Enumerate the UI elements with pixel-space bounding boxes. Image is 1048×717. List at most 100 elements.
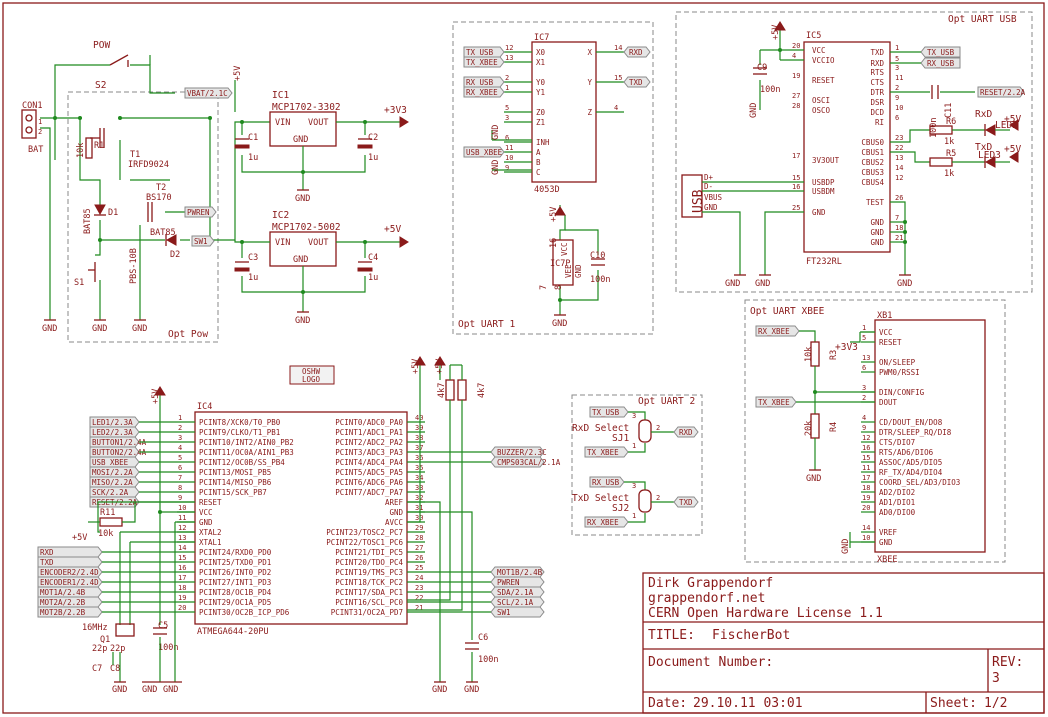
sheet-value: 1/2	[984, 696, 1007, 711]
ic7-pin-y: Y	[587, 78, 592, 87]
oshw-logo	[289, 365, 335, 385]
ic4-rpin-6: PCINT6/ADC6_PA6	[335, 478, 403, 487]
net-rx-xbee: RX_XBEE	[758, 327, 790, 336]
ic4-lnet2-1: TXD	[40, 558, 54, 567]
ic4-lpin-3-num: 4	[178, 444, 182, 452]
ic4-lpin-10-num: 11	[178, 514, 186, 522]
gnd-mcu-1: GND	[142, 685, 157, 695]
ic5-pin-4: OSCO	[812, 106, 831, 115]
ic5-pin-5: 3V3OUT	[812, 156, 840, 165]
xb1-pin-3-num: 6	[862, 364, 866, 372]
r3-value: 10k	[804, 347, 814, 362]
c7-value: 22p	[92, 644, 107, 654]
ic5-rpin-0: TXD	[870, 48, 884, 57]
xb1-pin-15: AD0/DIO0	[879, 508, 916, 517]
r5-resistor	[929, 157, 953, 167]
t1-part: IRFD9024	[128, 160, 169, 170]
xb1-pin-12-num: 17	[862, 474, 870, 482]
v5-mcu-top: +5V	[151, 389, 161, 404]
ic5-rpin-10: CBUS2	[861, 158, 884, 167]
r1-resistor	[85, 137, 93, 159]
c4-label: C4	[368, 253, 378, 263]
ic4-rnet-0: BUZZER/2.3C	[497, 448, 547, 457]
ic4-lnet-4: USB_XBEE	[92, 458, 129, 467]
usb-connector	[681, 174, 703, 218]
sj1-jumper[interactable]	[638, 419, 652, 443]
ic5-rpin-1: RXD	[870, 59, 884, 68]
xb1-pin-6-num: 4	[862, 414, 866, 422]
ic5-pin-6: USBDP	[812, 178, 835, 187]
xb1-pin-13-num: 18	[862, 484, 870, 492]
ic1-gnd: GND	[293, 135, 308, 145]
xb1-pin-11-num: 11	[862, 464, 870, 472]
title-value: FischerBot	[712, 628, 790, 643]
ic4-rpin-19-num: 21	[415, 604, 423, 612]
ic4-rpin-0: PCINT0/ADC0_PA0	[335, 418, 403, 427]
ic4-rpin-13-num: 27	[415, 544, 423, 552]
ic4-rpin-4-num: 36	[415, 454, 423, 462]
title-block: Dirk Grappendorf grappendorf.net CERN Op…	[642, 572, 1045, 714]
sj2-label: SJ2	[612, 503, 629, 514]
oshw-line2: LOGO	[302, 375, 321, 384]
ic4-lpin-6-num: 7	[178, 474, 182, 482]
ic4-rpin-1-num: 39	[415, 424, 423, 432]
ic4-lnet-1: LED2/2.3A	[92, 428, 133, 437]
ic5-body	[803, 41, 891, 253]
ic7-pin-z0-num: 5	[505, 104, 509, 112]
ic4-net-labels: LED1/2.3ALED2/2.3ABUTTON1/2.4ABUTTON2/2.…	[37, 416, 561, 618]
txd-led-label: TxD	[975, 142, 992, 153]
gnd-mcu-4: GND	[464, 685, 479, 695]
ic4-part: ATMEGA644-20PU	[197, 627, 269, 637]
ic7p-body	[552, 239, 574, 286]
ic5-num-3: 27	[792, 92, 800, 100]
ic4-lpin-19-num: 20	[178, 604, 186, 612]
rxd-select-label: RxD Select	[572, 423, 629, 434]
ic4-lpin-1-num: 2	[178, 424, 182, 432]
net-reset-ft: RESET/2.2A	[980, 88, 1026, 97]
ic1-part: MCP1702-3302	[272, 102, 341, 113]
ic5-rnum-8: 23	[895, 134, 903, 142]
gnd-mcu-3: GND	[432, 685, 447, 695]
ic5-rpin-11: CBUS3	[861, 168, 884, 177]
svg-text:3: 3	[632, 482, 636, 490]
ic7-pin-y1: Y1	[536, 88, 545, 97]
sj2-jumper[interactable]	[638, 489, 652, 513]
ic5-rpin-4: DTR	[870, 88, 884, 97]
ic7p-pin8: 8	[554, 285, 564, 290]
c7-label: C7	[92, 664, 102, 674]
ic4-lnet2-4: MOT1A/2.4B	[40, 588, 86, 597]
ic1-vin: VIN	[275, 118, 290, 128]
c10-value: 100n	[590, 275, 610, 285]
ic4-rpin-12: PCINT22/TOSC1_PC6	[326, 538, 403, 547]
xb1-pin-5: DOUT	[879, 398, 898, 407]
ic4-lnet-5: MOSI/2.2A	[92, 468, 133, 477]
ic7-pin-z1-num: 3	[505, 114, 509, 122]
xb1-pin-11: RF_TX/AD4/DIO4	[879, 468, 943, 477]
c2-value: 1u	[368, 153, 378, 163]
c8-value: 22p	[110, 644, 125, 654]
xb1-pin-10: ASSOC/AD5/DIO5	[879, 458, 942, 467]
ic4-rpin-0-num: 40	[415, 414, 423, 422]
gnd-label-2: GND	[92, 324, 107, 334]
xb1-pin-0-num: 1	[862, 324, 866, 332]
ic4-rnet-4: SDA/2.1A	[497, 588, 534, 597]
ic7-pin-inh-num: 6	[505, 134, 509, 142]
net-tx-usb-ft: TX_USB	[927, 48, 955, 57]
ic4-lpin-3: PCINT11/OC0A/AIN1_PB3	[199, 448, 294, 457]
ic4-lpin-2-num: 3	[178, 434, 182, 442]
sheet-label: Sheet:	[930, 696, 977, 711]
ic5-rpin-9: CBUS1	[861, 148, 884, 157]
ic5-rnum-5: 9	[895, 94, 899, 102]
ic4-rpin-9: GND	[389, 508, 403, 517]
ic4-lnet2-2: ENCODER2/2.4D	[40, 568, 99, 577]
bat-label: BAT	[28, 145, 43, 155]
ic5-rnum-3: 11	[895, 74, 903, 82]
opt-uart-xbee-box	[744, 299, 1006, 563]
ic4-lnet2-0: RXD	[40, 548, 54, 557]
ic5-label: IC5	[806, 31, 821, 41]
ic4-lnet-7: SCK/2.2A	[92, 488, 129, 497]
